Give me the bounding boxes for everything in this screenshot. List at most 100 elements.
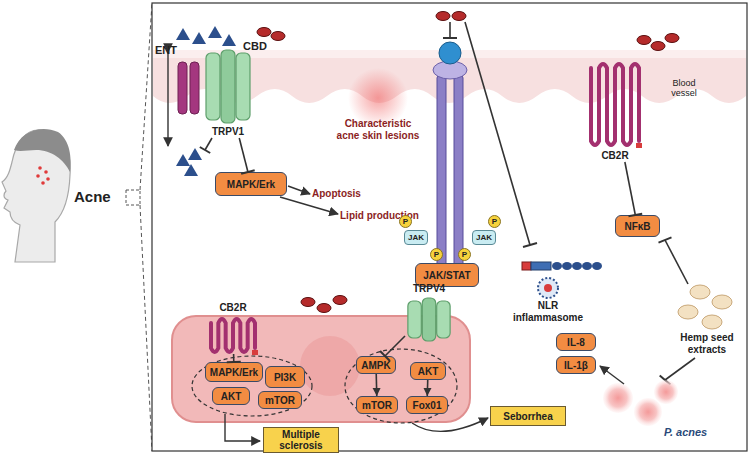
receptor: TRPV1 [203, 50, 253, 138]
node-text: Multiple sclerosis [264, 429, 338, 451]
inflammasome-ring [538, 278, 558, 298]
cbd-molecule [452, 12, 466, 21]
pathway-group [192, 356, 312, 416]
signal-box: IL-8 [556, 333, 596, 351]
inhibit-line [665, 358, 695, 380]
node-text: IL-1β [564, 360, 588, 371]
cbd-molecule [301, 298, 315, 307]
molecule-label: CBD [243, 40, 273, 52]
channel-subunit [437, 301, 450, 338]
nlr-domain [522, 262, 531, 270]
node-text: PI3K [274, 372, 296, 383]
acne-dot [36, 174, 40, 178]
lrr-repeat [592, 262, 602, 270]
channel-subunit [408, 301, 421, 338]
receptor-drawing [203, 50, 253, 138]
arrow [280, 197, 338, 214]
phospho-mark: P [488, 215, 501, 228]
endocannabinoid [192, 32, 206, 44]
signal-box: AKT [212, 387, 250, 405]
channel-subunit [221, 50, 235, 123]
cbd-molecule [317, 304, 331, 313]
molecule-label: ENT [155, 44, 185, 56]
lrr-repeat [562, 262, 572, 270]
bacterium [603, 383, 633, 413]
node-text: MAPK/Erk [227, 179, 275, 190]
node-text: JAK [408, 233, 424, 242]
cbd-molecule [637, 36, 651, 45]
signal-box: MAPK/Erk [215, 172, 287, 196]
pathway-group [345, 349, 457, 423]
receptor-tail [252, 350, 258, 355]
hemp-seed [712, 295, 732, 309]
inhibit-line [665, 240, 688, 284]
signal-box: AMPK [356, 356, 396, 374]
effect-label: Lipid production [340, 210, 430, 222]
panel-frame [152, 3, 747, 451]
inhibit-line [465, 22, 530, 245]
zoom-line [140, 205, 152, 451]
node-text: AMPK [361, 360, 390, 371]
lrr-repeat [572, 262, 582, 270]
bacteria-label: P. acnes [664, 426, 724, 438]
hemp-seed [678, 305, 698, 319]
node-text: IL-8 [567, 337, 585, 348]
complex-label: NLR inflammasome [510, 300, 586, 324]
ligand-ball [439, 42, 461, 64]
lrr-repeat [552, 262, 562, 270]
arrow [225, 414, 260, 441]
zoom-line [140, 3, 152, 190]
channel-subunit [422, 298, 435, 341]
arrow [600, 366, 624, 384]
inhibit-bar [200, 147, 210, 153]
acne-dot [44, 170, 48, 174]
lesion-label: Characteristic acne skin lesions [336, 118, 420, 142]
cbd-molecule [271, 32, 285, 41]
endocannabinoid [208, 26, 222, 38]
phospho-mark: P [399, 215, 412, 228]
receptor: CB2R [585, 62, 645, 162]
node-text: MAPK/Erk [210, 367, 258, 378]
cbd-molecule [665, 34, 679, 43]
activation-connector [373, 374, 381, 396]
acne-dot [38, 166, 42, 170]
connector-line [385, 336, 405, 356]
endocannabinoid [176, 28, 190, 40]
arrow [288, 186, 310, 194]
phospho-mark: P [458, 248, 471, 261]
outcome-box: Multiple sclerosis [263, 427, 339, 453]
kinase-box: JAK [404, 230, 428, 245]
inhibit-bar [659, 237, 672, 242]
receptor-chain [437, 74, 446, 269]
signal-box: mTOR [258, 391, 302, 409]
node-text: JAK [476, 233, 492, 242]
nlr-domain [531, 262, 551, 270]
signal-box: MAPK/Erk [205, 362, 263, 382]
node-text: CB2R [575, 150, 655, 162]
inhibition-connector [625, 162, 642, 216]
outcome-box: Seborrhea [490, 406, 566, 426]
signal-box: Fox01 [406, 396, 448, 414]
channel-subunit [236, 53, 250, 120]
cbd-molecule [651, 42, 665, 51]
node-text: mTOR [265, 395, 295, 406]
zoom-box [126, 190, 140, 205]
inflammasome-core [544, 284, 552, 292]
node-text: TRPV1 [193, 126, 263, 138]
arrow-head [373, 388, 381, 396]
lrr-repeat [582, 262, 592, 270]
receptor-drawing [585, 62, 645, 162]
hemp-seed [690, 285, 710, 299]
inhibition-connector [239, 138, 254, 174]
bacterium [634, 398, 662, 426]
connector-line [625, 162, 635, 215]
endocannabinoid [184, 164, 198, 176]
endocannabinoid [188, 148, 202, 160]
phospho-mark: P [430, 248, 443, 261]
hair [14, 129, 71, 172]
connector-line [375, 374, 377, 396]
acne-dot [46, 177, 50, 181]
ent-transporter [178, 62, 187, 114]
node-text: Fox01 [413, 400, 442, 411]
